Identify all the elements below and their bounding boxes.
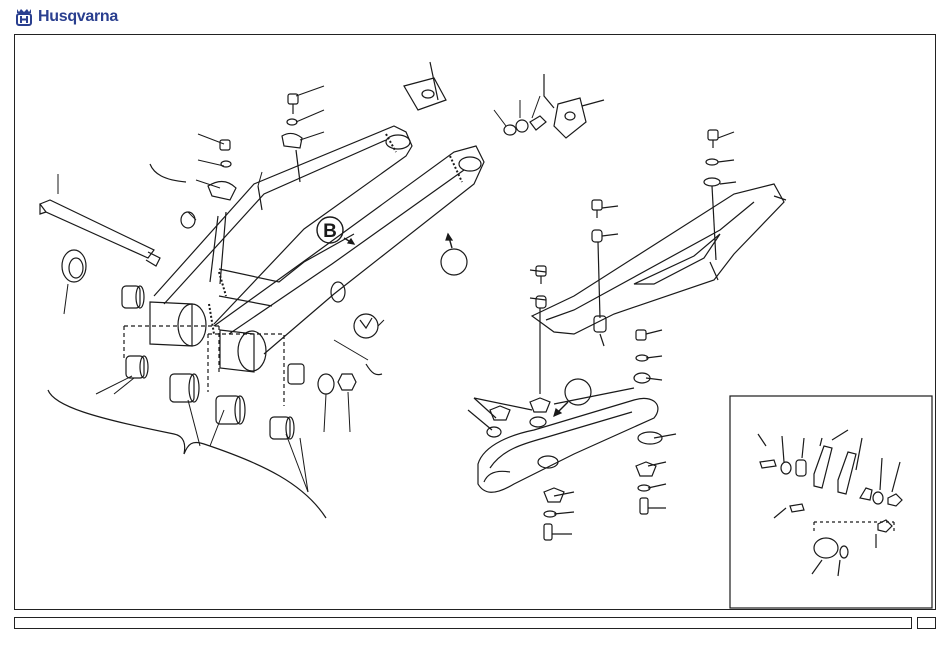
callout-circle-swingarm: [441, 234, 467, 275]
callout-b-label: B: [323, 221, 337, 242]
callout-b: B: [317, 217, 354, 244]
pivot-axle: [40, 200, 160, 266]
top-fasteners: [181, 94, 302, 284]
husqvarna-crown-icon: [14, 7, 34, 27]
chain-guide-fasteners: [530, 130, 786, 394]
chain-guide: [532, 184, 784, 346]
pivot-bearings: [122, 286, 356, 439]
brand-logo: Husqvarna: [14, 6, 118, 28]
page-number-box: [917, 617, 936, 629]
swingarm: [150, 126, 484, 372]
footer-bar: [14, 617, 912, 629]
chain-slider: [478, 388, 662, 492]
chain-guide-blocks: [404, 62, 604, 138]
brand-name: Husqvarna: [38, 8, 118, 26]
linkage-inset: [730, 396, 932, 608]
dust-cap: [62, 250, 86, 282]
swingarm-exploded-diagram: B: [14, 34, 936, 610]
leader-lines-top: [188, 86, 540, 220]
chain-slider-fasteners: [468, 330, 676, 540]
